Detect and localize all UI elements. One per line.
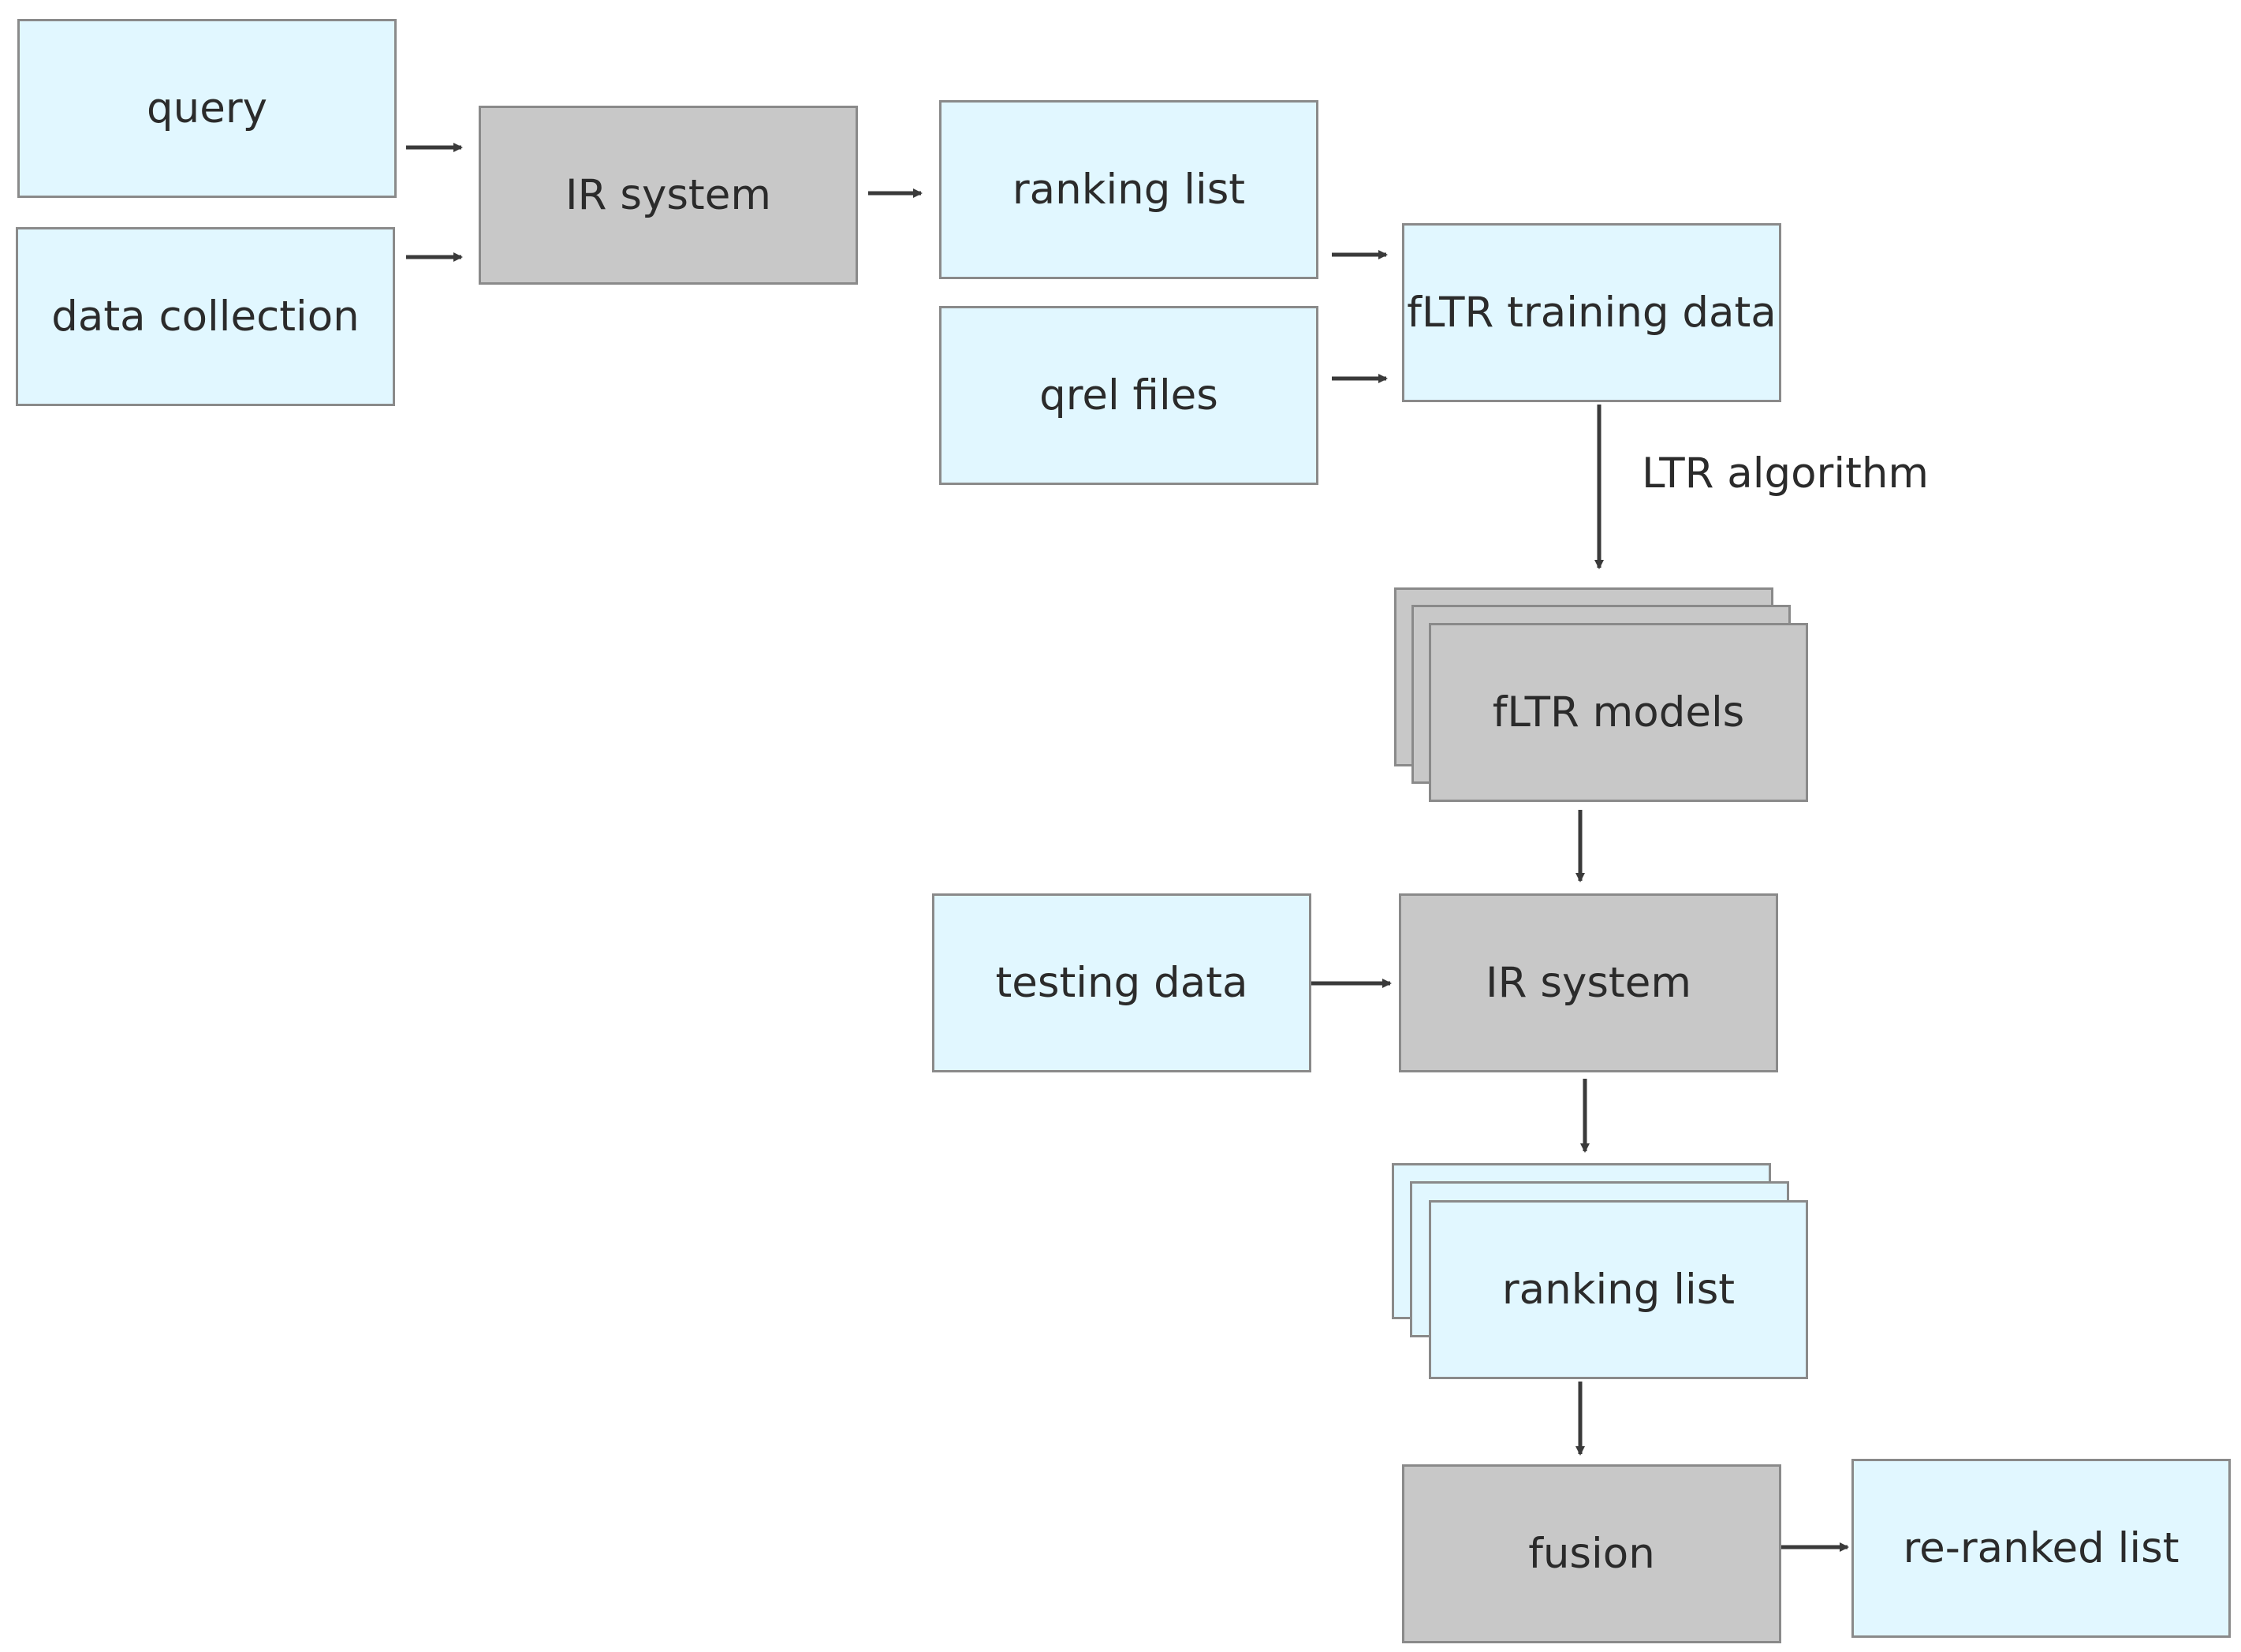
fltr-training-data-box: fLTR training data [1402, 223, 1781, 402]
ranking-lists-box: ranking list [1429, 1200, 1808, 1379]
fltr-models-box: fLTR models [1429, 623, 1808, 802]
re-ranked-list-box: re-ranked list [1851, 1459, 2231, 1638]
testing-data-label: testing data [995, 959, 1248, 1007]
data-collection-box: data collection [16, 227, 395, 406]
testing-data-box: testing data [932, 893, 1311, 1072]
fltr-training-data-label: fLTR training data [1407, 289, 1777, 337]
ir-system-testing-label: IR system [1486, 959, 1691, 1007]
qrel-files-box: qrel files [939, 306, 1318, 485]
data-collection-label: data collection [51, 293, 360, 341]
ranking-lists-label: ranking list [1501, 1266, 1736, 1314]
fusion-label: fusion [1528, 1530, 1655, 1578]
ranking-list-label: ranking list [1012, 166, 1246, 214]
qrel-files-label: qrel files [1039, 371, 1218, 420]
query-label: query [147, 84, 267, 132]
ir-system-testing-box: IR system [1399, 893, 1778, 1072]
ir-system-label: IR system [565, 171, 771, 219]
re-ranked-list-label: re-ranked list [1903, 1524, 2179, 1572]
fusion-box: fusion [1402, 1464, 1781, 1643]
ranking-list-box: ranking list [939, 100, 1318, 279]
ir-system-box: IR system [479, 106, 858, 285]
query-box: query [17, 19, 397, 198]
fltr-models-label: fLTR models [1492, 688, 1745, 737]
ltr-algorithm-label: LTR algorithm [1642, 449, 1930, 498]
